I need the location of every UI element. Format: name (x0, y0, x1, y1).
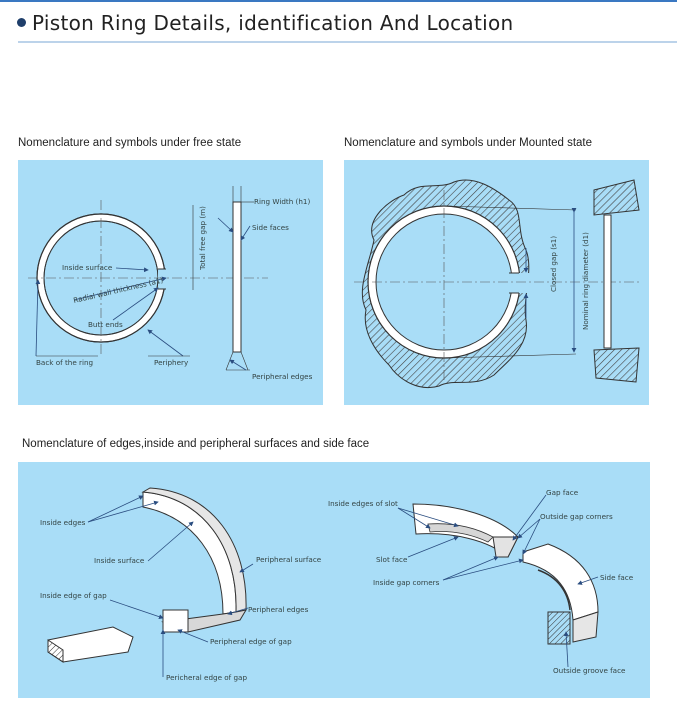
label-inside-edges-of-slot: Inside edges of slot (328, 499, 398, 508)
top-accent-line (0, 0, 677, 2)
label-side-faces: Side faces (252, 223, 289, 232)
label-pericheral-edge-of-gap: Pericheral edge of gap (166, 673, 247, 682)
caption-mounted-state: Nomenclature and symbols under Mounted s… (344, 137, 593, 149)
free-state-diagram: Ring Width (h1) Side faces Total free ga… (18, 160, 323, 405)
label-peripheral-edges: Peripheral edges (252, 372, 313, 381)
label-butt-ends: Butt ends (88, 320, 123, 329)
label-outside-gap-corners: Outside gap corners (540, 512, 613, 521)
mounted-state-svg: Closed gap (s1) Nominal ring diameter (d… (354, 179, 642, 388)
page-header: Piston Ring Details, identification And … (0, 2, 677, 42)
label-total-free-gap: Total free gap (m) (198, 206, 207, 271)
edges-diagram: Inside edges Inside surface Peripheral s… (18, 462, 650, 698)
label-inside-edge-of-gap: Inside edge of gap (40, 591, 107, 600)
caption-free-state: Nomenclature and symbols under free stat… (18, 137, 242, 149)
label-gap-face: Gap face (546, 488, 579, 497)
label-peripheral-edge-of-gap: Peripheral edge of gap (210, 637, 292, 646)
bullet-icon (17, 18, 26, 27)
label-back-of-ring: Back of the ring (36, 358, 93, 367)
label-side-face: Side face (600, 573, 634, 582)
label-inside-surface-edges: Inside surface (94, 556, 145, 565)
label-periphery: Periphery (154, 358, 189, 367)
label-outside-groove-face: Outside groove face (553, 666, 626, 675)
label-inside-surface: Inside surface (62, 263, 113, 272)
label-peripheral-edges-left: Peripheral edges (248, 605, 309, 614)
label-inside-gap-corners: Inside gap corners (373, 578, 440, 587)
header-divider (18, 41, 677, 43)
free-state-svg: Ring Width (h1) Side faces Total free ga… (28, 186, 313, 381)
label-radial-wall-thickness: Radial wall thickness (a1) (72, 275, 164, 304)
page-title-text: Piston Ring Details, identification And … (32, 11, 514, 35)
caption-edges: Nomenclature of edges,inside and periphe… (22, 438, 370, 450)
label-ring-width: Ring Width (h1) (254, 197, 310, 206)
label-nominal-ring-diameter: Nominal ring diameter (d1) (581, 232, 590, 330)
mounted-state-diagram: Closed gap (s1) Nominal ring diameter (d… (344, 160, 649, 405)
page-title: Piston Ring Details, identification And … (17, 11, 514, 35)
label-slot-face: Slot face (376, 555, 408, 564)
label-inside-edges: Inside edges (40, 518, 86, 527)
label-peripheral-surface: Peripheral surface (256, 555, 322, 564)
label-closed-gap: Closed gap (s1) (549, 236, 558, 292)
edges-svg: Inside edges Inside surface Peripheral s… (40, 487, 634, 682)
